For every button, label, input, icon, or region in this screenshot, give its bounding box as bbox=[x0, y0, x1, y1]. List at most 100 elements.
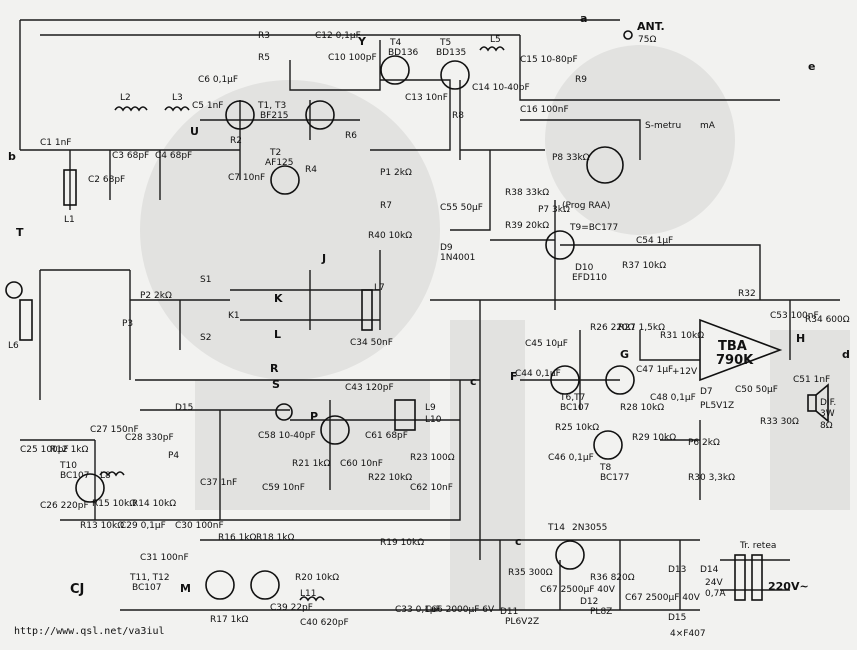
label-r25: R25 10kΩ bbox=[555, 423, 599, 433]
s-meter bbox=[586, 146, 624, 184]
shade-region-rf bbox=[140, 80, 440, 380]
label-c5: C5 1nF bbox=[192, 101, 223, 111]
label-c10: C10 100pF bbox=[328, 53, 377, 63]
label-r18: R18 1kΩ bbox=[256, 533, 295, 543]
label-c39: C39 22pF bbox=[270, 603, 313, 613]
label-t6t7: T6,T7 bbox=[559, 393, 585, 403]
label-c55: C55 50μF bbox=[440, 203, 483, 213]
label-r30: R30 3,3kΩ bbox=[688, 473, 735, 483]
label-c15: C15 10-80pF bbox=[520, 55, 578, 65]
label-r29: R29 10kΩ bbox=[632, 433, 676, 443]
label-u: U bbox=[190, 125, 199, 138]
label-r8: R8 bbox=[452, 111, 464, 121]
label-c58: C58 10-40pF bbox=[258, 431, 316, 441]
label-ant-ohm: 75Ω bbox=[638, 35, 656, 45]
label-t8: T8 bbox=[599, 463, 611, 473]
label-s2: S2 bbox=[200, 333, 211, 343]
label-r26: R26 220Ω bbox=[590, 323, 635, 333]
label-p4: P4 bbox=[168, 451, 179, 461]
label-r7: R7 bbox=[380, 201, 392, 211]
label-l: L bbox=[274, 328, 281, 341]
label-af125: AF125 bbox=[265, 158, 294, 168]
label-d13: D13 bbox=[668, 565, 686, 575]
label-c28: C28 330pF bbox=[125, 433, 174, 443]
label-bc177: BC177 bbox=[600, 473, 629, 483]
label-l10: L10 bbox=[425, 415, 442, 425]
label-p8: P8 33kΩ bbox=[552, 153, 590, 163]
label-c30: C30 100nF bbox=[175, 521, 224, 531]
label-r16: R16 1kΩ bbox=[218, 533, 257, 543]
label-c14: C14 10-40pF bbox=[472, 83, 530, 93]
label-y: Y bbox=[357, 35, 367, 48]
label-c-node: c bbox=[515, 535, 522, 548]
label-d10type: EFD110 bbox=[572, 273, 607, 283]
label-c4: C4 68pF bbox=[155, 151, 192, 161]
transistor-t5 bbox=[440, 60, 470, 90]
label-c68: C67 2500μF 40V bbox=[625, 593, 701, 603]
label-r22: R22 10kΩ bbox=[368, 473, 412, 483]
label-r40: R40 10kΩ bbox=[368, 231, 412, 241]
label-d11type: PL6V2Z bbox=[505, 617, 539, 627]
label-k: K bbox=[274, 292, 283, 305]
label-d1316: 4×F407 bbox=[670, 629, 706, 639]
label-c47: C47 1μF bbox=[636, 365, 673, 375]
label-t4: T4 bbox=[389, 38, 401, 48]
label-r35: R35 300Ω bbox=[508, 568, 553, 578]
label-c16: C16 100nF bbox=[520, 105, 569, 115]
label-c54: C54 1μF bbox=[636, 236, 673, 246]
label-c66: C66 2000μF 6V bbox=[425, 605, 495, 615]
label-f: F bbox=[510, 370, 518, 383]
label-r2: R2 bbox=[230, 136, 242, 146]
coil-l9-l10 bbox=[394, 399, 416, 431]
label-d10: D10 bbox=[575, 263, 594, 273]
label-t14: T14 bbox=[547, 523, 565, 533]
label-c31: C31 100nF bbox=[140, 553, 189, 563]
label-c48: C48 0,1μF bbox=[650, 393, 696, 403]
coil-l5 bbox=[479, 46, 505, 52]
label-r17: R17 1kΩ bbox=[210, 615, 249, 625]
label-s: S bbox=[272, 378, 280, 391]
antenna-terminal bbox=[623, 30, 633, 40]
label-speaker: DIF. bbox=[820, 398, 836, 408]
label-c53: C53 100nF bbox=[770, 311, 819, 321]
label-ant: ANT. bbox=[637, 20, 665, 33]
shade-region-left-strip bbox=[450, 320, 525, 610]
coils bbox=[19, 46, 505, 602]
label-r: R bbox=[270, 362, 279, 375]
label-r14: R14 10kΩ bbox=[132, 499, 176, 509]
coil-l8 bbox=[99, 471, 125, 477]
label-sw-b: b bbox=[8, 150, 16, 163]
label-ma: mA bbox=[700, 121, 716, 131]
label-l5: L5 bbox=[490, 35, 501, 45]
label-c12: C12 0,1μF bbox=[315, 31, 361, 41]
label-s1: S1 bbox=[200, 275, 211, 285]
transistor-t2 bbox=[270, 165, 300, 195]
label-c34: C34 50nF bbox=[350, 338, 393, 348]
label-r23: R23 100Ω bbox=[410, 453, 455, 463]
label-p7: P7 3kΩ bbox=[538, 205, 570, 215]
transistor-t14 bbox=[555, 540, 585, 570]
label-t9: T9=BC177 bbox=[569, 223, 618, 233]
label-p: P bbox=[310, 410, 318, 423]
label-g: G bbox=[620, 348, 629, 361]
label-t1t3: T1, T3 bbox=[257, 101, 286, 111]
label-12v: +12V bbox=[672, 367, 698, 377]
shade-region-if bbox=[195, 380, 430, 510]
label-bc107: BC107 bbox=[560, 403, 589, 413]
label-d15: D15 bbox=[175, 403, 193, 413]
label-t14type: 2N3055 bbox=[572, 523, 607, 533]
label-sw-c: c bbox=[470, 375, 477, 388]
transistor-t12 bbox=[250, 570, 280, 600]
transistor-t11 bbox=[205, 570, 235, 600]
label-t5: T5 bbox=[439, 38, 451, 48]
tba790-amplifier bbox=[699, 318, 783, 382]
source-url: http://www.qsl.net/va3iul bbox=[14, 626, 165, 637]
shade-region-right-strip bbox=[770, 330, 850, 510]
coil-l7 bbox=[361, 289, 373, 331]
transistors bbox=[75, 55, 635, 600]
label-logo: CJ bbox=[70, 582, 84, 597]
label-l2: L2 bbox=[120, 93, 131, 103]
label-d9: D9 bbox=[440, 243, 453, 253]
label-c40: C40 620pF bbox=[300, 618, 349, 628]
